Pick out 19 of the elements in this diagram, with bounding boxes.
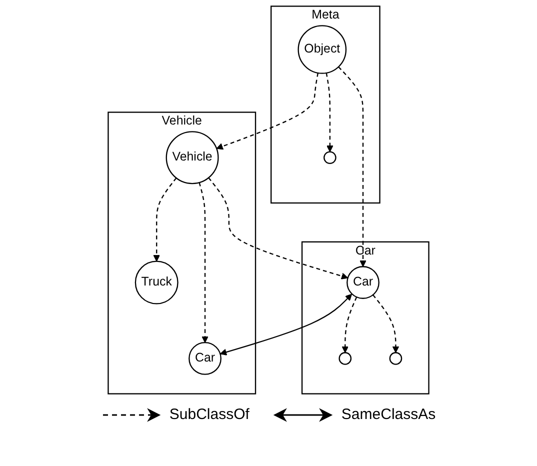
arrow xyxy=(153,178,177,262)
arrow xyxy=(208,177,348,280)
arrow xyxy=(216,72,318,150)
node-circle: Vehicle xyxy=(166,131,219,184)
arrow xyxy=(198,182,208,343)
node-circle xyxy=(324,151,336,164)
legend-text: SubClassOf xyxy=(169,406,250,423)
arrow xyxy=(326,72,334,152)
node-circle: Truck xyxy=(134,260,178,304)
node-circle: Car xyxy=(188,342,222,375)
arrow xyxy=(338,66,366,267)
node-circle: Object xyxy=(298,25,347,74)
node-circle xyxy=(389,352,402,365)
arrow xyxy=(342,296,358,353)
node-circle xyxy=(338,352,352,365)
legend-text: SameClassAs xyxy=(341,406,436,423)
arrow xyxy=(372,294,400,353)
node-circle: Car xyxy=(346,266,380,299)
arrow xyxy=(220,294,352,356)
